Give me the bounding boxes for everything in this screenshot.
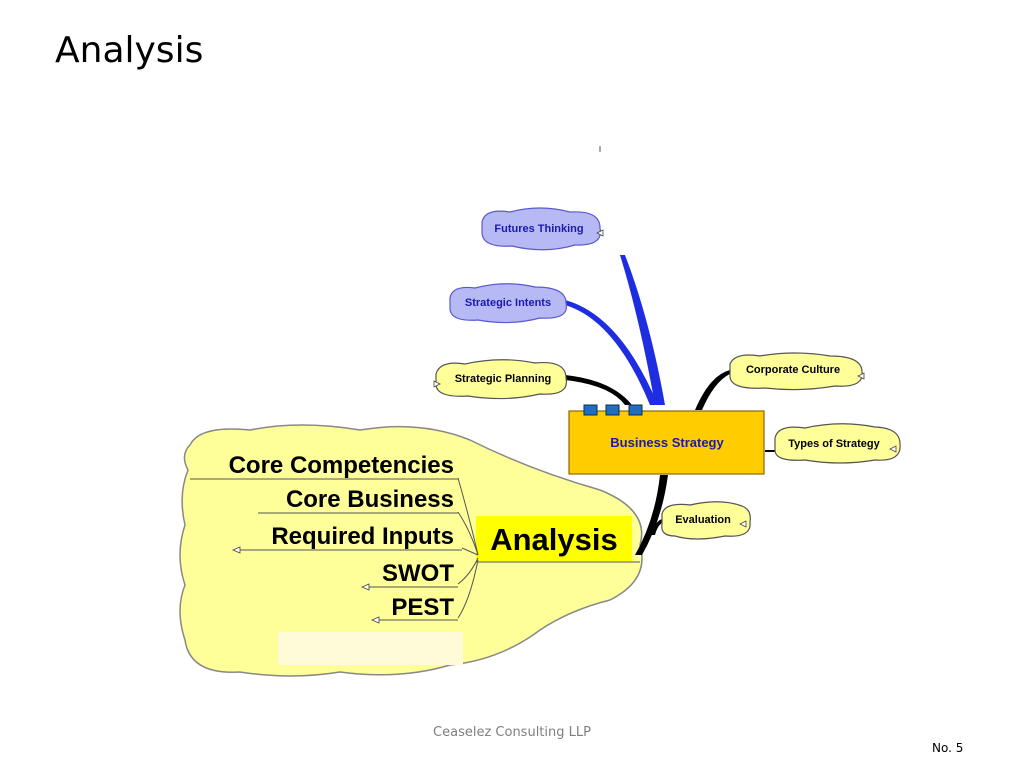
branch-strategic-intents — [565, 300, 658, 405]
slide-title: Analysis — [55, 30, 204, 71]
analysis-connectors — [457, 477, 479, 619]
node-label-futures-thinking: Futures Thinking — [494, 223, 583, 235]
subtopic-pest: PEST — [391, 594, 454, 621]
analysis-cloud — [179, 424, 643, 677]
subtopic-core-competencies: Core Competencies — [229, 452, 454, 479]
node-label-strategic-intents: Strategic Intents — [465, 297, 551, 309]
topic-marker-3 — [628, 404, 643, 416]
node-evaluation: Evaluation — [661, 501, 751, 540]
topic-marker-1 — [583, 404, 598, 416]
node-corporate-culture: Corporate Culture — [729, 352, 865, 391]
central-topic-label: Business Strategy — [610, 435, 724, 450]
node-strategic-planning: Strategic Planning — [433, 359, 568, 400]
analysis-topic: Analysis — [476, 516, 640, 563]
node-strategic-intents: Strategic Intents — [449, 283, 568, 324]
cloud-patch — [278, 632, 463, 665]
subtopic-arrows — [231, 546, 380, 624]
branch-analysis — [635, 475, 668, 555]
subtopic-swot: SWOT — [382, 560, 454, 587]
branch-strategic-planning — [565, 375, 632, 405]
node-label-evaluation: Evaluation — [675, 514, 731, 526]
node-futures-thinking: Futures Thinking — [481, 207, 604, 251]
node-label-strategic-planning: Strategic Planning — [455, 373, 552, 385]
subtopic-required-inputs: Required Inputs — [271, 523, 454, 550]
analysis-highlight — [476, 516, 632, 561]
topic-marker-2 — [605, 404, 620, 416]
central-topic-business-strategy: Business Strategy — [568, 404, 765, 475]
footer-page-number: No. 5 — [932, 741, 964, 755]
branch-corporate-culture — [695, 370, 732, 410]
subtopic-core-business: Core Business — [286, 486, 454, 513]
analysis-topic-label: Analysis — [490, 522, 618, 557]
node-label-corporate-culture: Corporate Culture — [746, 364, 840, 376]
branch-futures-thinking — [620, 255, 665, 405]
subtopic-lines — [190, 478, 462, 621]
node-types-of-strategy: Types of Strategy — [774, 423, 901, 464]
footer-company: Ceaselez Consulting LLP — [433, 725, 591, 740]
node-label-types-of-strategy: Types of Strategy — [788, 438, 880, 450]
